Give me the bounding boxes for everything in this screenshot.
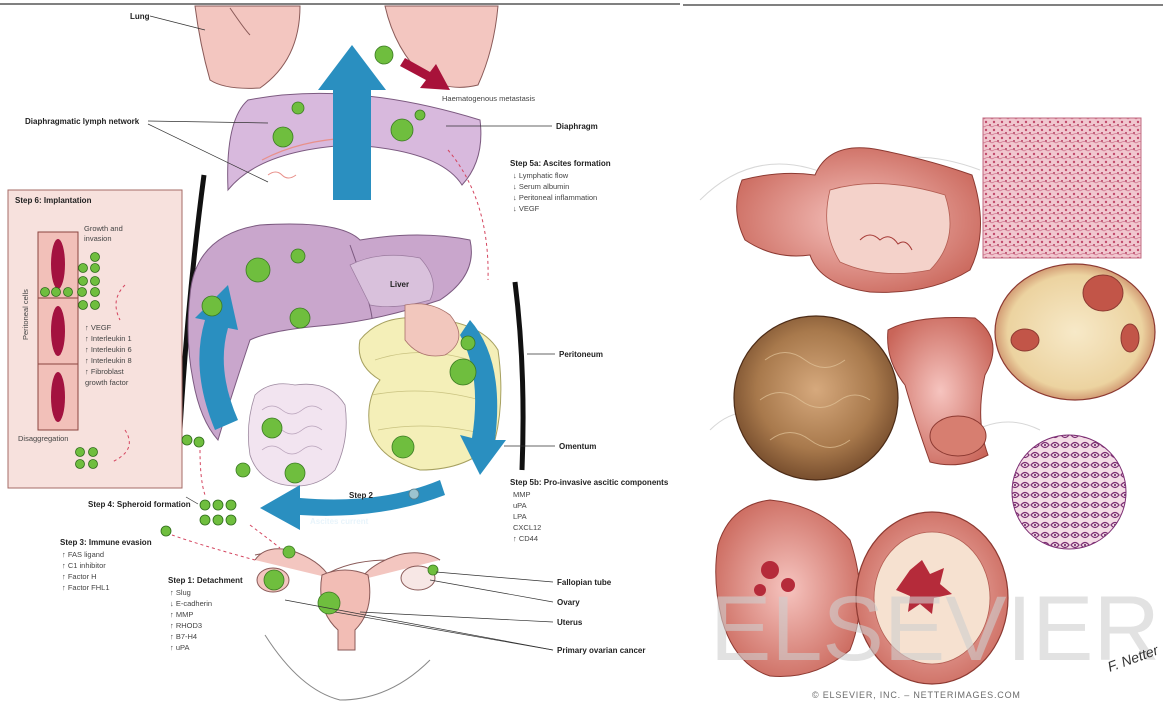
step5b-title: Step 5b: Pro-invasive ascitic components	[510, 478, 669, 487]
step6-list-item: ↑ Fibroblast	[85, 367, 125, 376]
tumor-primary	[318, 592, 340, 614]
step5b-list: MMP uPA LPA CXCL12 ↑ CD44	[513, 490, 541, 543]
step1-list-item: ↑ B7-H4	[170, 632, 197, 641]
growth-invasion-label-2: invasion	[84, 234, 112, 243]
dashed-path-step3	[172, 535, 255, 560]
ovary-leader	[430, 580, 553, 602]
histology-image-top	[983, 118, 1141, 258]
tumor-tube	[283, 546, 295, 558]
step2-label: Step 2	[349, 491, 374, 500]
step5a-list-item: ↓ Lymphatic flow	[513, 171, 569, 180]
uterus-leader	[360, 612, 553, 622]
tumor-intestine-3	[236, 463, 250, 477]
stomach-shape	[405, 304, 459, 356]
step6-list-item: ↑ VEGF	[85, 323, 112, 332]
specimen-cervix	[930, 416, 986, 456]
tumor-liver-4	[290, 308, 310, 328]
cut-mass-cyst-3	[1121, 324, 1139, 352]
step6-list-item: ↑ Interleukin 6	[85, 345, 132, 354]
lung-left-shape	[195, 6, 300, 88]
step5b-list-item: uPA	[513, 501, 527, 510]
tumor-diaphragm-4	[415, 110, 425, 120]
tumor-intestine-2	[285, 463, 305, 483]
step6-list-item: ↑ Interleukin 8	[85, 356, 132, 365]
step6-list-item: growth factor	[85, 378, 129, 387]
tumor-diaphragm-3	[391, 119, 413, 141]
step1-list-item: ↑ RHOD3	[170, 621, 202, 630]
step5a-list-item: ↓ VEGF	[513, 204, 540, 213]
tumor-liver-2	[291, 249, 305, 263]
step5b-list-item: ↑ CD44	[513, 534, 538, 543]
peritoneal-nucleus-3	[51, 372, 65, 422]
omentum-label: Omentum	[559, 442, 596, 451]
growth-invasion-label-1: Growth and	[84, 224, 123, 233]
step5b-list-item: MMP	[513, 490, 531, 499]
tumor-diaphragm-1	[273, 127, 293, 147]
uterus-label: Uterus	[557, 618, 583, 627]
peritoneum-label: Peritoneum	[559, 350, 603, 359]
step3-title: Step 3: Immune evasion	[60, 538, 152, 547]
step1-title: Step 1: Detachment	[168, 576, 243, 585]
tumor-omentum-3	[392, 436, 414, 458]
step3-list: ↑ FAS ligand ↑ C1 inhibitor ↑ Factor H ↑ Fa…	[62, 550, 110, 592]
step5a-list-item: ↓ Peritoneal inflammation	[513, 193, 597, 202]
lung-label: Lung	[130, 12, 150, 21]
step3-list-item: ↑ C1 inhibitor	[62, 561, 106, 570]
cut-mass-cyst-1	[1083, 275, 1123, 311]
tumor-liver-1	[246, 258, 270, 282]
step5a-list: ↓ Lymphatic flow ↓ Serum albumin ↓ Periton…	[513, 171, 597, 213]
tumor-intestine-1	[262, 418, 282, 438]
ascitic-cell	[409, 489, 419, 499]
step6-title: Step 6: Implantation	[15, 196, 92, 205]
peritoneal-nucleus-1	[51, 239, 65, 289]
tumor-omentum-2	[461, 336, 475, 350]
haematogenous-label: Haematogenous metastasis	[442, 94, 535, 103]
histology-image-bottom	[1012, 435, 1126, 549]
tumor-omentum-1	[450, 359, 476, 385]
liver-label: Liver	[390, 280, 409, 289]
step1-list: ↑ Slug ↓ E-cadherin ↑ MMP ↑ RHOD3 ↑ B7-H4 ↑ u…	[170, 588, 212, 652]
specimen-opened-interior	[827, 184, 950, 274]
diaphragmatic-lymph-label: Diaphragmatic lymph network	[25, 117, 140, 126]
peritoneal-cells-label: Peritoneal cells	[21, 289, 30, 340]
step5a-list-item: ↓ Serum albumin	[513, 182, 569, 191]
primary-cancer-leader	[285, 600, 553, 650]
step1-list-item: ↑ MMP	[170, 610, 193, 619]
ascites-current-label: Ascites current	[310, 517, 369, 526]
peritoneum-bar-right	[515, 282, 523, 470]
netter-credit: © ELSEVIER, INC. – NETTERIMAGES.COM	[812, 690, 1021, 700]
tumor-ovary-left	[264, 570, 284, 590]
tumor-lung	[375, 46, 393, 64]
step3-list-item: ↑ FAS ligand	[62, 550, 104, 559]
cut-mass-cyst-2	[1011, 329, 1039, 351]
step1-list-item: ↑ Slug	[170, 588, 191, 597]
step5b-list-item: LPA	[513, 512, 527, 521]
fallopian-tube-leader	[436, 572, 553, 582]
step4-title: Step 4: Spheroid formation	[88, 500, 191, 509]
diaphragm-label: Diaphragm	[556, 122, 598, 131]
fallopian-tube-label: Fallopian tube	[557, 578, 612, 587]
tumor-ovary-right	[428, 565, 438, 575]
ovary-label: Ovary	[557, 598, 580, 607]
specimen-mass-whole	[734, 316, 898, 480]
step3-list-item: ↑ Factor H	[62, 572, 97, 581]
lymph-vessel-2	[268, 172, 296, 178]
primary-cancer-leader-2	[335, 612, 553, 650]
step5b-list-item: CXCL12	[513, 523, 541, 532]
primary-cancer-label: Primary ovarian cancer	[557, 646, 646, 655]
step6-list-item: ↑ Interleukin 1	[85, 334, 132, 343]
step1-list-item: ↑ uPA	[170, 643, 189, 652]
tumor-liver-3	[202, 296, 222, 316]
peritoneal-nucleus-2	[51, 306, 65, 356]
tumor-diaphragm-2	[292, 102, 304, 114]
disaggregation-label: Disaggregation	[18, 434, 68, 443]
elsevier-watermark: ELSEVIER	[710, 578, 1160, 680]
step3-list-item: ↑ Factor FHL1	[62, 583, 110, 592]
step5a-title: Step 5a: Ascites formation	[510, 159, 611, 168]
step1-list-item: ↓ E-cadherin	[170, 599, 212, 608]
